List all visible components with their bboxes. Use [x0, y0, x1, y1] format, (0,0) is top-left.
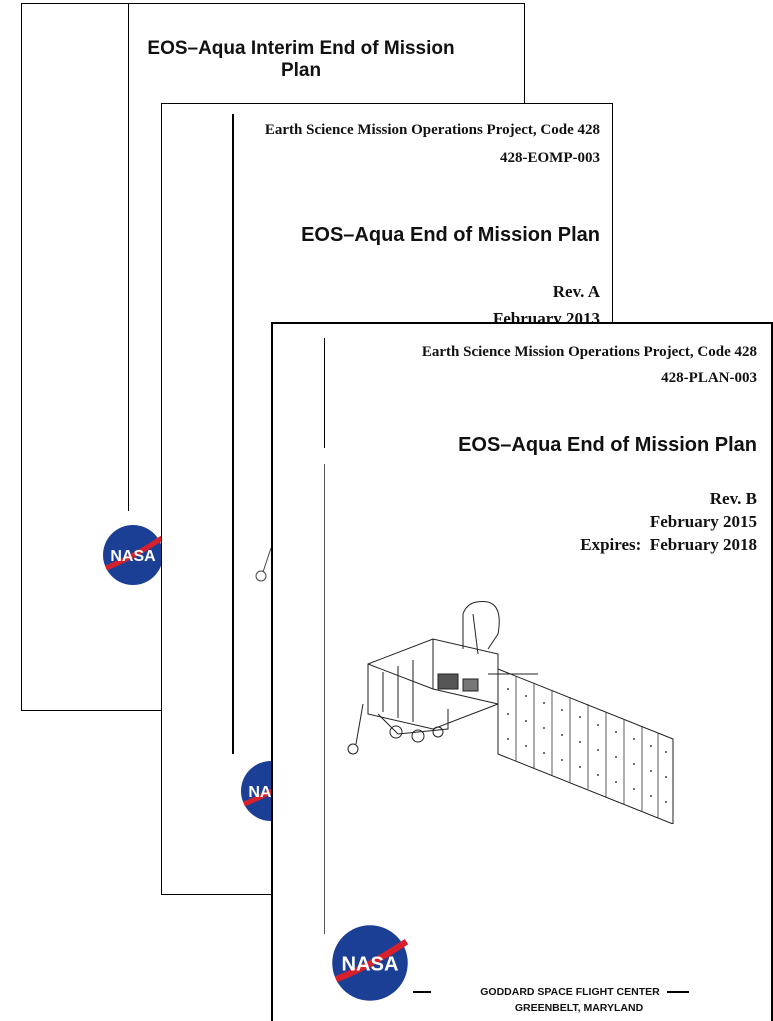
- doc3-organization: Earth Science Mission Operations Project…: [421, 344, 757, 360]
- footer-location: GREENBELT, MARYLAND: [514, 1002, 644, 1014]
- footer-center-name: GODDARD SPACE FLIGHT CENTER: [480, 986, 660, 998]
- document-rev-b: Earth Science Mission Operations Project…: [271, 322, 773, 1021]
- doc2-title: EOS–Aqua End of Mission Plan: [301, 224, 600, 246]
- footer-dash-right: [667, 991, 689, 993]
- nasa-logo-text: NASA: [110, 548, 156, 565]
- svg-text:NASA: NASA: [342, 954, 399, 976]
- margin-line-lower: [324, 464, 325, 934]
- aqua-satellite-drawing-icon: [347, 601, 674, 824]
- satellite-antenna-icon: [255, 547, 272, 582]
- margin-line: [128, 4, 129, 511]
- margin-line: [232, 114, 234, 754]
- doc3-footer: GODDARD SPACE FLIGHT CENTER GREENBELT, M…: [425, 986, 715, 1014]
- nasa-logo-icon: NASA: [103, 525, 164, 585]
- margin-line-upper: [324, 338, 325, 448]
- doc3-revision: Rev. B: [709, 489, 757, 508]
- doc2-revision: Rev. A: [552, 282, 600, 301]
- doc3-title: EOS–Aqua End of Mission Plan: [458, 434, 757, 456]
- doc3-date: February 2015: [649, 512, 757, 531]
- nasa-logo-icon: NASA: [332, 925, 409, 1001]
- doc3-doc-number: 428-PLAN-003: [661, 370, 757, 386]
- doc2-doc-number: 428-EOMP-003: [500, 150, 600, 166]
- doc3-expires: Expires: February 2018: [580, 535, 757, 554]
- doc2-organization: Earth Science Mission Operations Project…: [264, 122, 600, 138]
- footer-dash-left: [413, 991, 431, 993]
- doc1-title: EOS–Aqua Interim End of Mission Plan: [147, 38, 455, 81]
